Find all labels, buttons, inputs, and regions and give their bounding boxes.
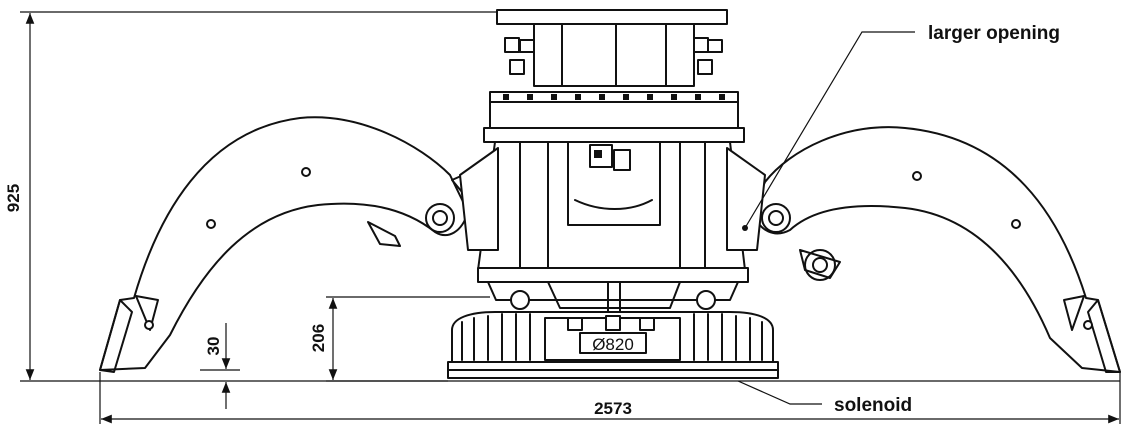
diameter-label-box (579, 332, 647, 354)
callout-solenoid: solenoid (737, 380, 912, 416)
grab-body: Ø820 (99, 9, 1121, 379)
central-frame (459, 141, 766, 271)
magnet-disc (447, 311, 779, 379)
flange-bolts (503, 94, 725, 100)
width-dimension-text: 2573 (594, 399, 632, 418)
left-tine (99, 116, 475, 373)
right-tine (742, 126, 1121, 373)
dimension-lines (20, 11, 1121, 424)
height-dimension-text: 925 (4, 184, 23, 212)
magnet-diameter-label: Ø820 (592, 335, 634, 354)
callout-larger-opening-text: larger opening (928, 23, 1060, 44)
rotator-head (483, 9, 745, 143)
lower-beam (477, 267, 749, 321)
magnet-height-dimension-text: 206 (309, 324, 328, 352)
callout-solenoid-text: solenoid (834, 395, 912, 416)
callout-larger-opening: larger opening (742, 23, 1060, 231)
clearance-dimension-text: 30 (204, 337, 223, 356)
